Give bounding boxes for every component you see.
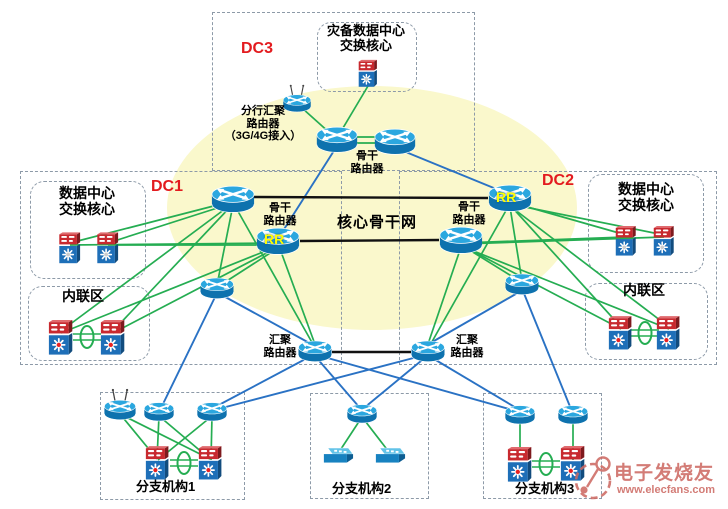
inner-zone-left-label: 内联区 bbox=[62, 288, 104, 304]
agg-right-label: 汇聚 路由器 bbox=[450, 334, 484, 359]
watermark-site: www.elecfans.com bbox=[617, 484, 716, 496]
dc2-rr-router bbox=[487, 184, 533, 213]
inner-right-area bbox=[585, 283, 708, 360]
dc1-label: DC1 bbox=[151, 178, 184, 195]
inner-right-switch-1 bbox=[608, 314, 634, 352]
dc2-core-switch-2 bbox=[653, 225, 676, 257]
dc1-distribution-router bbox=[199, 277, 235, 300]
dc2-rr-badge: RR bbox=[496, 189, 517, 205]
backbone-router-top-right bbox=[373, 128, 417, 156]
dc2-core-switch-1 bbox=[615, 225, 638, 257]
inner-zone-right-label: 内联区 bbox=[623, 282, 665, 298]
branch-agg-router-label: 分行汇聚 路由器 （3G/4G接入） bbox=[224, 105, 302, 143]
backbone-router-top-left bbox=[315, 126, 359, 154]
elecfans-logo-icon bbox=[574, 456, 612, 500]
inner-left-switch-1 bbox=[48, 319, 75, 356]
dc1-core-switch-1 bbox=[58, 232, 83, 264]
branch3-switch-1 bbox=[507, 446, 534, 483]
inner-left-area bbox=[28, 286, 150, 361]
branch3-area bbox=[483, 393, 602, 499]
dr-core-switch bbox=[358, 57, 379, 90]
branch3-router-2 bbox=[557, 405, 589, 425]
branch1-router-3 bbox=[196, 402, 228, 422]
watermark: 电子发烧友 www.elecfans.com bbox=[556, 426, 728, 509]
branch3-router-1 bbox=[504, 405, 536, 425]
dc1-core-area bbox=[30, 181, 146, 279]
inner-left-switch-2 bbox=[100, 319, 127, 356]
branch3-label: 分支机构3 bbox=[515, 481, 575, 496]
branch2-area bbox=[310, 393, 429, 499]
dc1-backbone-label: 骨干 路由器 bbox=[263, 202, 297, 227]
dc2-backbone-router bbox=[438, 226, 484, 255]
dc2-area bbox=[399, 171, 717, 365]
dc-core-left-label: 数据中心 交换核心 bbox=[59, 185, 115, 218]
branch1-router-2 bbox=[143, 402, 175, 422]
branch1-switch-2 bbox=[198, 445, 224, 481]
branch1-area bbox=[100, 392, 245, 500]
branch1-label: 分支机构1 bbox=[136, 479, 196, 494]
branch1-wireless-router bbox=[103, 388, 137, 421]
dc3-label: DC3 bbox=[241, 40, 274, 57]
dc2-label: DC2 bbox=[542, 172, 575, 189]
dc2-backbone-label: 骨干 路由器 bbox=[452, 201, 486, 226]
dc1-backbone-router bbox=[210, 185, 256, 214]
branch2-label: 分支机构2 bbox=[332, 481, 392, 496]
dr-core-label: 灾备数据中心 交换核心 bbox=[326, 23, 405, 53]
dc3-wireless-router bbox=[282, 84, 312, 113]
branch2-router bbox=[346, 404, 378, 424]
dc2-distribution-router bbox=[504, 273, 540, 296]
dr-core-area bbox=[317, 22, 417, 92]
branch2-switch-1 bbox=[322, 447, 354, 464]
dc1-rr-badge: RR bbox=[264, 231, 285, 247]
watermark-brand: 电子发烧友 bbox=[614, 463, 715, 484]
dc1-area bbox=[20, 171, 342, 365]
dc1-rr-router bbox=[255, 227, 301, 256]
dc1-core-switch-2 bbox=[96, 232, 121, 264]
branch3-switch-2 bbox=[560, 445, 587, 482]
agg-left-label: 汇聚 路由器 bbox=[263, 334, 297, 359]
dc-core-right-label: 数据中心 交换核心 bbox=[618, 181, 674, 214]
agg-router-right bbox=[410, 340, 446, 363]
dc3-area bbox=[212, 12, 475, 171]
branch2-switch-2 bbox=[374, 447, 406, 464]
inner-right-switch-2 bbox=[656, 314, 682, 352]
branch1-switch-1 bbox=[145, 445, 171, 481]
agg-router-left bbox=[297, 340, 333, 363]
backbone-top-label: 骨干 路由器 bbox=[350, 150, 384, 175]
core-backbone-label: 核心骨干网 bbox=[337, 214, 418, 231]
